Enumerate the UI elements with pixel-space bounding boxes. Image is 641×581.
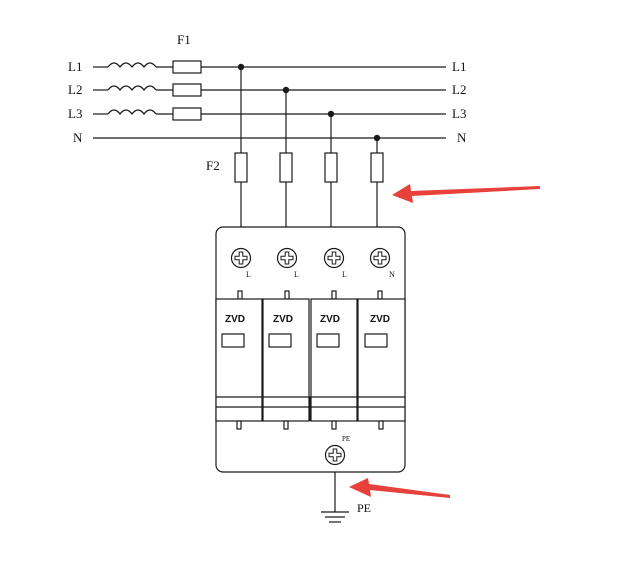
fuse-f1-label: F1 — [177, 32, 191, 47]
junction-dot — [282, 86, 290, 94]
line-label-left: N — [73, 130, 83, 145]
red-arrow-icon — [349, 478, 450, 498]
junction-dot — [237, 63, 245, 71]
line-label-right: L1 — [452, 59, 466, 74]
spd-module — [215, 298, 263, 422]
fuse-f2 — [279, 152, 293, 183]
spd-module — [357, 298, 406, 422]
line-label-right: N — [457, 130, 467, 145]
annotation-arrows — [349, 184, 540, 498]
line-label-left: L1 — [68, 59, 82, 74]
fuse-f1-l3 — [172, 107, 202, 121]
terminal-screw-icon — [230, 247, 252, 269]
inductor-l3 — [107, 109, 157, 115]
status-window — [316, 333, 340, 348]
terminal-screw-icon — [323, 247, 345, 269]
fuse-f2 — [324, 152, 338, 183]
junction-dot — [373, 134, 381, 142]
module-labels: ZVD ZVD ZVD ZVD — [225, 314, 390, 325]
status-window — [221, 333, 245, 348]
terminal-screw-icon — [276, 247, 298, 269]
module-label: ZVD — [370, 314, 390, 325]
spd-module — [310, 298, 358, 422]
fuse-f1-l2 — [172, 83, 202, 97]
pe-terminal-screw-icon — [324, 444, 346, 466]
inductor-l1 — [107, 62, 157, 68]
line-label-right: L3 — [452, 106, 466, 121]
line-label-left: L3 — [68, 106, 82, 121]
junction-dots — [237, 63, 381, 142]
terminal-label: N — [389, 270, 395, 279]
terminal-screw-icon — [369, 247, 391, 269]
status-window — [364, 333, 388, 348]
red-arrow-icon — [392, 184, 540, 203]
fuse-f1-l1 — [172, 60, 202, 74]
junction-dot — [327, 110, 335, 118]
spd-module — [262, 298, 310, 422]
inductor-l2 — [107, 85, 157, 91]
line-label-left: L2 — [68, 82, 82, 97]
supply-lines — [93, 60, 446, 139]
fuse-f2 — [370, 152, 384, 183]
spd-housing — [215, 226, 406, 473]
ground-icon — [321, 472, 349, 523]
status-window — [268, 333, 292, 348]
terminal-label: L — [246, 270, 251, 279]
fuse-f2 — [234, 152, 248, 183]
pe-terminal-label: PE — [342, 435, 350, 443]
terminal-labels: L L L N — [246, 270, 395, 279]
fuses-f2 — [234, 152, 384, 183]
line-label-right: L2 — [452, 82, 466, 97]
line-labels: L1 L2 L3 N L1 L2 L3 N F1 F2 — [68, 32, 467, 173]
module-label: ZVD — [273, 314, 293, 325]
fuse-f2-label: F2 — [206, 158, 220, 173]
terminal-label: L — [294, 270, 299, 279]
module-label: ZVD — [320, 314, 340, 325]
ground-label: PE — [357, 501, 371, 515]
terminal-label: L — [342, 270, 347, 279]
module-label: ZVD — [225, 314, 245, 325]
drop-wires — [240, 67, 378, 227]
